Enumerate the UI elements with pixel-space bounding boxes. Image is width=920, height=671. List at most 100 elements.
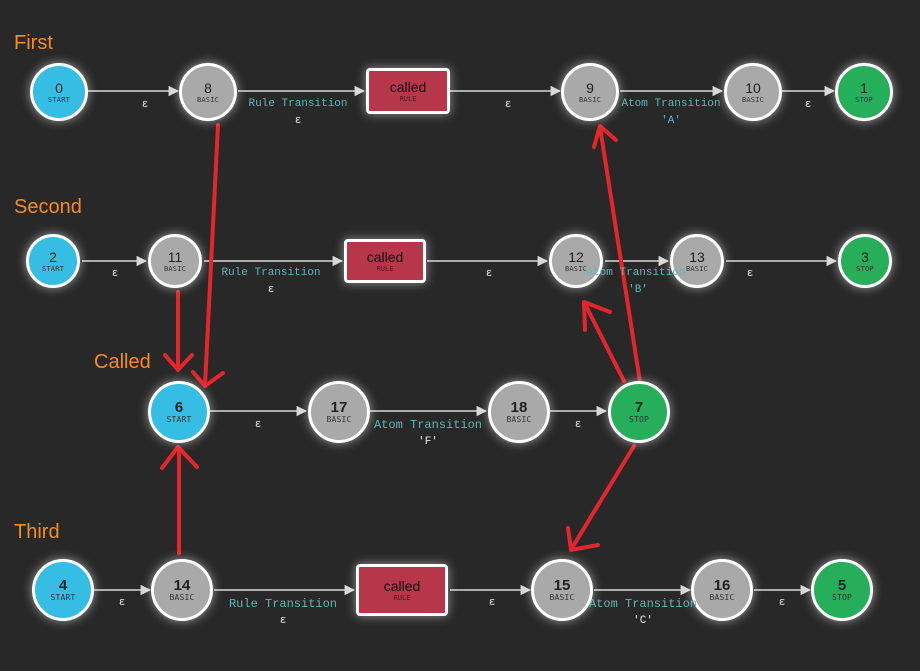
epsilon-label: ε — [141, 99, 149, 111]
rule-transition-label: Rule Transition — [228, 597, 338, 611]
state-node-2[interactable]: 2 START — [26, 234, 80, 288]
state-node-0[interactable]: 0 START — [30, 63, 88, 121]
state-node-7[interactable]: 7 STOP — [608, 381, 670, 443]
state-type: STOP — [831, 593, 853, 602]
atom-symbol-label: 'A' — [661, 115, 681, 127]
section-title-third: Third — [14, 521, 60, 543]
epsilon-label: ε — [267, 284, 275, 296]
rule-transition-label: Rule Transition — [248, 98, 348, 110]
state-number: 0 — [55, 79, 63, 96]
state-type: BASIC — [196, 95, 220, 104]
epsilon-label: ε — [746, 268, 754, 280]
epsilon-label: ε — [504, 99, 512, 111]
rule-type: RULE — [393, 593, 411, 602]
state-type: BASIC — [549, 593, 575, 602]
state-number: 2 — [49, 248, 57, 265]
state-number: 1 — [860, 79, 868, 96]
epsilon-label: ε — [574, 419, 582, 431]
rule-type: RULE — [399, 94, 417, 103]
rule-type: RULE — [376, 264, 394, 273]
state-type: START — [41, 264, 65, 273]
annotation-arrowhead-7-to-15 — [566, 526, 600, 552]
atom-transition-label: Atom Transition — [586, 267, 686, 279]
atom-transition-label: Atom Transition — [373, 418, 483, 432]
state-node-1[interactable]: 1 STOP — [835, 63, 893, 121]
annotation-arrow-7-to-15 — [570, 444, 636, 550]
state-node-4[interactable]: 4 START — [32, 559, 94, 621]
annotation-arrowhead-11-to-6 — [163, 353, 194, 372]
section-title-first: First — [14, 32, 53, 54]
state-number: 15 — [553, 577, 571, 594]
epsilon-label: ε — [294, 115, 302, 127]
annotation-arrowhead-7-to-9 — [592, 124, 618, 149]
state-number: 7 — [634, 399, 644, 416]
atom-symbol-label: 'F' — [418, 436, 438, 448]
atom-transition-label: Atom Transition — [588, 597, 698, 611]
state-node-13[interactable]: 13 BASIC — [670, 234, 724, 288]
epsilon-label: ε — [485, 268, 493, 280]
state-node-6[interactable]: 6 START — [148, 381, 210, 443]
state-type: BASIC — [564, 264, 588, 273]
state-type: BASIC — [578, 95, 602, 104]
annotation-arrowhead-7-to-12 — [582, 300, 612, 332]
state-number: 9 — [586, 79, 594, 96]
annotation-arrowhead-14-to-6 — [160, 445, 199, 470]
state-node-8[interactable]: 8 BASIC — [179, 63, 237, 121]
state-node-10[interactable]: 10 BASIC — [724, 63, 782, 121]
state-node-12[interactable]: 12 BASIC — [549, 234, 603, 288]
section-title-called: Called — [94, 351, 151, 373]
state-type: BASIC — [326, 415, 352, 424]
state-type: START — [166, 415, 192, 424]
state-number: 11 — [167, 248, 183, 265]
annotation-arrow-8-to-6 — [203, 123, 220, 387]
epsilon-label: ε — [118, 597, 126, 609]
epsilon-label: ε — [111, 268, 119, 280]
state-number: 6 — [174, 399, 184, 416]
epsilon-label: ε — [488, 597, 496, 609]
state-type: BASIC — [741, 95, 765, 104]
state-number: 12 — [568, 248, 584, 265]
state-number: 10 — [745, 79, 761, 96]
state-number: 14 — [173, 577, 191, 594]
state-node-14[interactable]: 14 BASIC — [151, 559, 213, 621]
state-node-16[interactable]: 16 BASIC — [691, 559, 753, 621]
state-node-11[interactable]: 11 BASIC — [148, 234, 202, 288]
annotation-arrow-7-to-9 — [598, 125, 642, 384]
state-type: BASIC — [709, 593, 735, 602]
rule-transition-label: Rule Transition — [221, 267, 321, 279]
state-number: 3 — [861, 248, 869, 265]
rule-name: called — [383, 577, 421, 594]
state-node-18[interactable]: 18 BASIC — [488, 381, 550, 443]
state-type: STOP — [856, 264, 874, 273]
state-type: BASIC — [163, 264, 187, 273]
state-node-3[interactable]: 3 STOP — [838, 234, 892, 288]
state-number: 5 — [837, 577, 847, 594]
state-node-5[interactable]: 5 STOP — [811, 559, 873, 621]
epsilon-label: ε — [254, 419, 262, 431]
atom-transition-label: Atom Transition — [621, 98, 721, 110]
state-node-9[interactable]: 9 BASIC — [561, 63, 619, 121]
atom-symbol-label: 'C' — [633, 615, 653, 627]
state-node-17[interactable]: 17 BASIC — [308, 381, 370, 443]
rule-node-called-second[interactable]: called RULE — [344, 239, 426, 283]
epsilon-label: ε — [778, 597, 786, 609]
state-type: BASIC — [506, 415, 532, 424]
epsilon-label: ε — [279, 615, 287, 627]
state-number: 8 — [204, 79, 212, 96]
state-number: 17 — [330, 399, 348, 416]
state-node-15[interactable]: 15 BASIC — [531, 559, 593, 621]
rule-node-called-third[interactable]: called RULE — [356, 564, 448, 616]
state-number: 4 — [58, 577, 68, 594]
state-number: 18 — [510, 399, 528, 416]
state-type: START — [47, 95, 71, 104]
annotation-arrowhead-8-to-6 — [191, 370, 225, 388]
rule-name: called — [366, 248, 404, 265]
annotation-arrow-7-to-12 — [583, 302, 626, 383]
state-type: STOP — [628, 415, 650, 424]
state-type: BASIC — [685, 264, 709, 273]
rule-name: called — [389, 78, 427, 95]
epsilon-label: ε — [804, 99, 812, 111]
state-number: 13 — [689, 248, 705, 265]
rule-node-called-first[interactable]: called RULE — [366, 68, 450, 114]
state-type: START — [50, 593, 76, 602]
